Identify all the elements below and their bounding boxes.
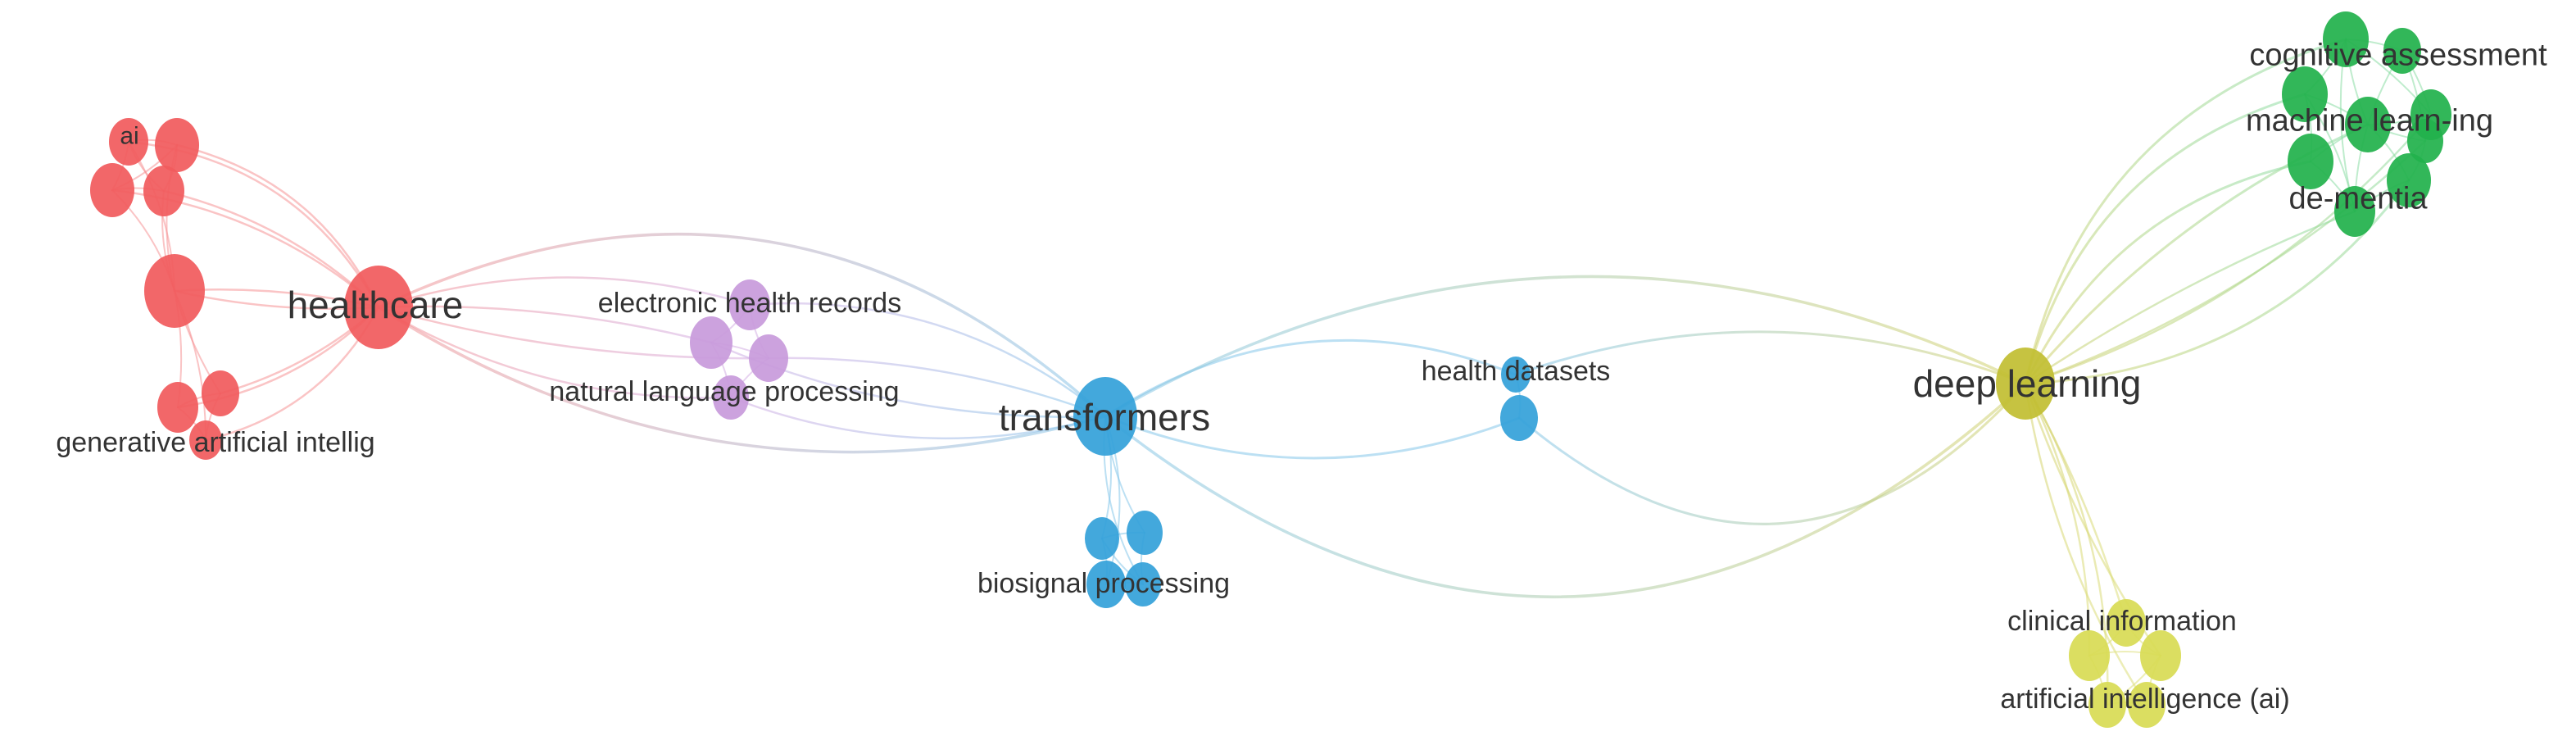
node-g3-cognitive-cluster[interactable] [2282,66,2328,122]
node-p3-nlp-cluster[interactable] [749,334,788,382]
node-r9-healthcare-cluster[interactable] [189,420,222,460]
label-healthcare: healthcare [288,284,464,326]
edge-b6-y1 [1514,330,2027,385]
label-generative-artificial-intellig: generative artificial intellig [56,427,374,458]
node-b6-transformers-cluster[interactable] [1501,357,1531,393]
label-deep-learning: deep learning [1913,362,2142,405]
node-b2-transformers-cluster[interactable] [1085,517,1119,560]
node-r3-healthcare-cluster[interactable] [90,163,134,217]
label-machine-learn-ing: machine learn-ing [2246,103,2493,138]
node-y3-clinical-info-cluster[interactable] [2069,630,2110,681]
edge-y1-y3 [2024,382,2091,657]
edge-b1-b7 [1104,415,1521,460]
label-biosignal-processing: biosignal processing [977,568,1230,599]
node-g2-cognitive-cluster[interactable] [2383,28,2421,74]
edge-y1-g7 [2024,160,2312,385]
label-ai: ai [120,123,138,150]
label-clinical-information: clinical information [2007,606,2237,637]
edge-b7-y1 [1517,382,2027,525]
node-r7-healthcare-cluster[interactable] [157,382,198,433]
node-r1-healthcare-cluster[interactable] [109,118,148,166]
node-g7-cognitive-cluster[interactable] [2288,134,2333,189]
node-y5-clinical-info-cluster[interactable] [2088,682,2126,728]
edge-r6-p2 [377,305,713,344]
edge-y1-g6 [2024,139,2427,385]
node-b4-transformers-cluster[interactable] [1086,561,1126,608]
node-y4-clinical-info-cluster[interactable] [2140,630,2181,681]
edge-y1-g1 [2024,38,2347,385]
label-transformers: transformers [999,396,1210,438]
edge-r6-p1 [377,276,751,309]
node-p1-nlp-cluster[interactable] [729,279,770,330]
edge-r6-b1 [377,233,1107,418]
node-b3-transformers-cluster[interactable] [1127,511,1163,555]
node-g8-cognitive-cluster[interactable] [2387,153,2431,207]
edge-y1-g9 [2024,210,2356,385]
node-y2-clinical-info-cluster[interactable] [2107,599,2146,647]
node-r5-healthcare-cluster[interactable] [144,254,205,328]
edge-b1-y1 [1104,275,2027,418]
node-b7-transformers-cluster[interactable] [1500,395,1538,441]
edge-p3-b1 [767,357,1107,418]
node-b5-transformers-cluster[interactable] [1125,562,1161,606]
node-r6-healthcare-cluster[interactable] [344,266,413,349]
edge-r6-p4 [377,306,732,399]
labels-layer: ai healthcare generative artificial intell… [56,38,2547,715]
label-de-mentia: de-mentia [2289,181,2429,216]
edge-p1-b1 [748,302,1107,418]
label-natural-language-processing: natural language processing [549,376,899,407]
edge-p4-b1 [729,396,1107,440]
edge-y1-y6 [2024,382,2148,706]
label-electronic-health-records: electronic health records [598,288,901,319]
node-r8-healthcare-cluster[interactable] [202,370,239,416]
label-health-datasets: health datasets [1422,356,1611,387]
node-p2-nlp-cluster[interactable] [690,316,732,369]
edge-b1-y1 [1104,382,2027,598]
edge-r6-b1 [377,306,1107,454]
node-g1-cognitive-cluster[interactable] [2323,11,2369,67]
edge-y1-g3 [2024,93,2306,385]
node-y1-deep-learning-hub[interactable] [1996,348,2055,420]
edge-y1-g4 [2024,113,2433,385]
nodes-layer [90,11,2451,728]
label-artificial-intelligence-ai: artificial intelligence (ai) [2000,684,2289,715]
label-cognitive-assessment: cognitive assessment [2249,38,2547,72]
node-y6-clinical-info-cluster[interactable] [2128,682,2166,728]
node-p4-nlp-cluster[interactable] [713,375,749,420]
node-g6-cognitive-cluster[interactable] [2407,119,2443,163]
node-r2-healthcare-cluster[interactable] [155,118,199,172]
edge-y1-y2 [2024,382,2128,625]
node-g9-cognitive-cluster[interactable] [2334,186,2375,237]
node-g5-cognitive-cluster[interactable] [2345,97,2391,152]
node-r4-healthcare-cluster[interactable] [143,166,184,216]
node-b1-transformers-cluster[interactable] [1073,377,1137,456]
